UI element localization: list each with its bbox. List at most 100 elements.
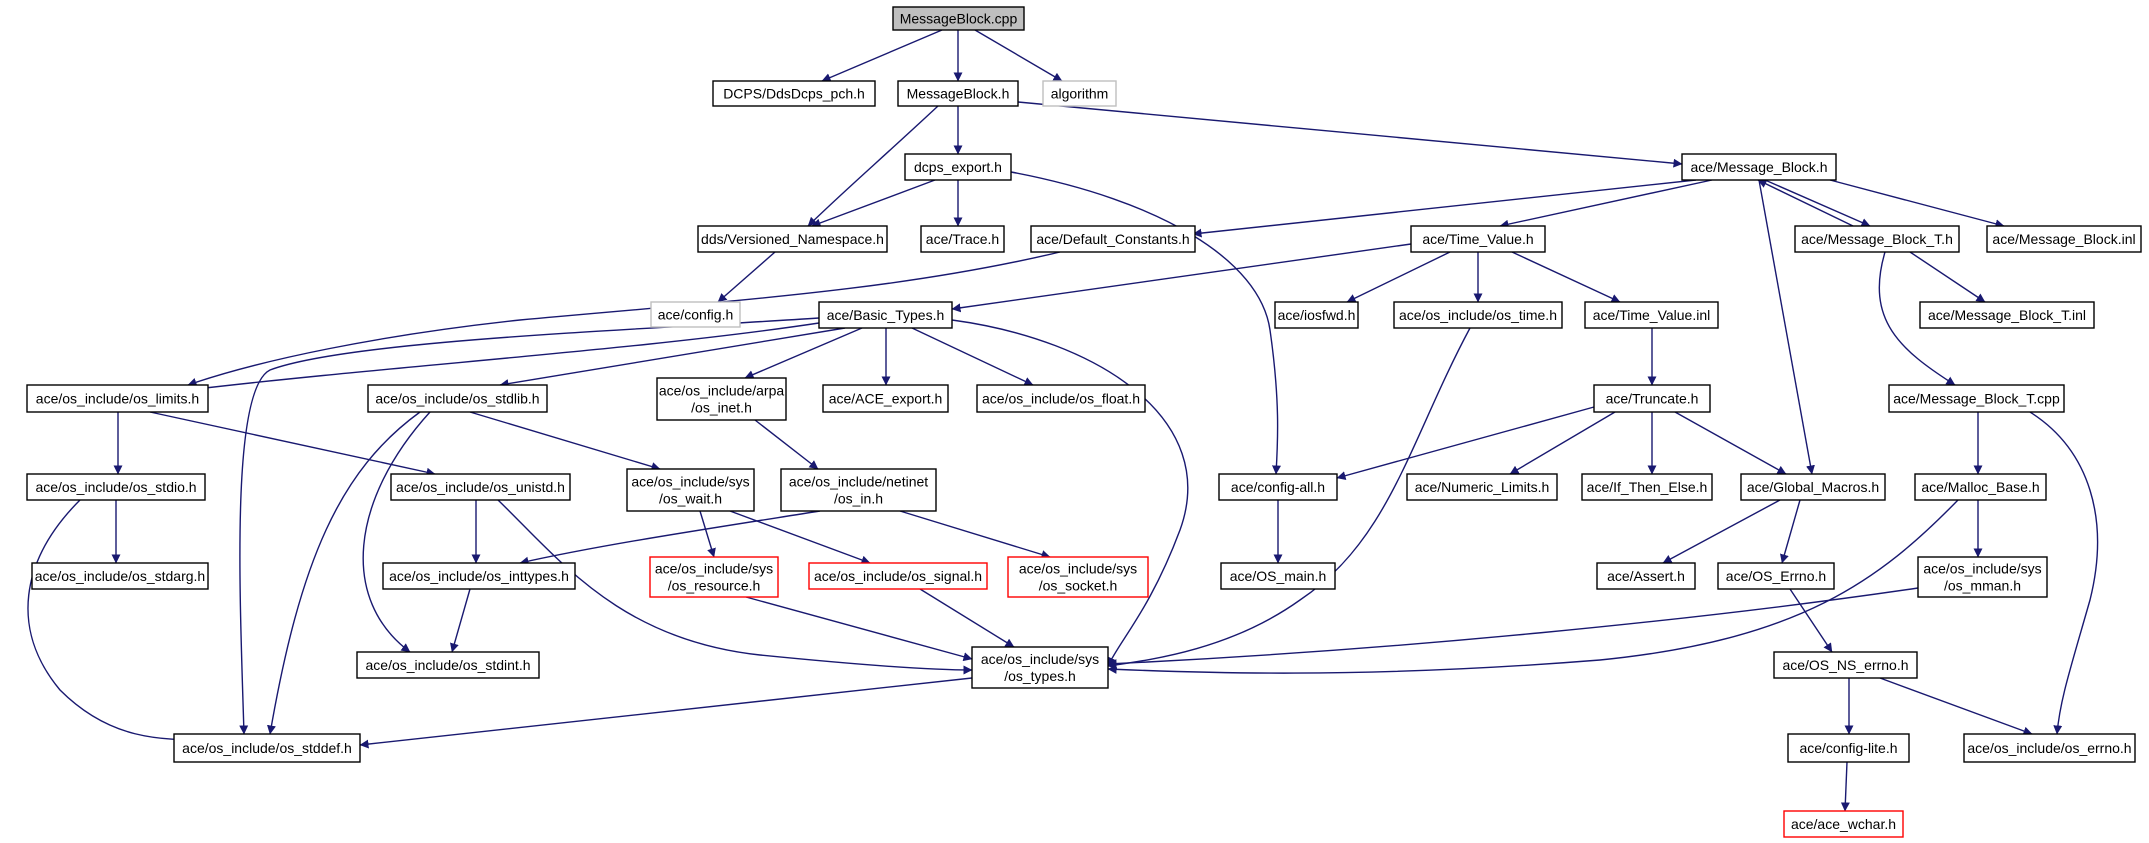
node-config-all[interactable]: ace/config-all.h: [1218, 473, 1338, 501]
node-os-limits[interactable]: ace/os_include/os_limits.h: [26, 384, 209, 413]
edge-msgblock_cpp-to-algorithm: [974, 29, 1063, 82]
node-box: [367, 384, 548, 413]
node-os-errno[interactable]: ace/OS_Errno.h: [1717, 562, 1835, 590]
node-label: DCPS/DdsDcps_pch.h: [723, 86, 865, 102]
node-truncate[interactable]: ace/Truncate.h: [1593, 384, 1711, 413]
edge-message_block_t-to-message_block_t_inl: [1909, 251, 1986, 303]
node-label: ace/os_include/arpa: [659, 383, 785, 399]
edge-time_value-to-time_value_inl: [1511, 251, 1621, 303]
node-iosfwd[interactable]: ace/iosfwd.h: [1274, 301, 1359, 329]
edge-message_block_t-to-message_block_t_cpp: [1878, 251, 1956, 386]
node-ace-wchar[interactable]: ace/ace_wchar.h: [1783, 810, 1904, 838]
node-ace-message-block[interactable]: ace/Message_Block.h: [1681, 153, 1837, 181]
edge-basic_types-to-sys_types: [951, 319, 1189, 667]
node-os-stdlib[interactable]: ace/os_include/os_stdlib.h: [367, 384, 548, 413]
node-box: [920, 225, 1005, 253]
node-label: ace/OS_Errno.h: [1726, 568, 1826, 584]
node-message-block-t[interactable]: ace/Message_Block_T.h: [1794, 225, 1960, 253]
node-os-inttypes[interactable]: ace/os_include/os_inttypes.h: [382, 562, 576, 590]
edge-dcps_export-to-config_all: [1010, 171, 1281, 475]
edge-basic_types-to-os_limits: [187, 322, 820, 394]
node-message-block-t-cpp[interactable]: ace/Message_Block_T.cpp: [1888, 384, 2065, 413]
node-config-lite[interactable]: ace/config-lite.h: [1787, 733, 1910, 763]
node-label: ace/OS_main.h: [1230, 568, 1327, 584]
node-os-stdarg[interactable]: ace/os_include/os_stdarg.h: [31, 562, 209, 590]
node-dcps-export[interactable]: dcps_export.h: [904, 153, 1012, 181]
node-assert[interactable]: ace/Assert.h: [1596, 562, 1696, 590]
node-box: [1593, 384, 1711, 413]
node-box: [818, 301, 953, 329]
node-box: [1740, 473, 1886, 501]
edge-sys_wait-to-os_signal: [729, 510, 871, 565]
node-label: /os_inet.h: [691, 400, 752, 416]
node-os-stdio[interactable]: ace/os_include/os_stdio.h: [26, 473, 206, 501]
node-trace[interactable]: ace/Trace.h: [920, 225, 1005, 253]
node-ace-export[interactable]: ace/ACE_export.h: [822, 384, 949, 413]
node-dcps-pch[interactable]: DCPS/DdsDcps_pch.h: [712, 80, 876, 107]
node-box: [1919, 301, 2095, 329]
node-global-macros[interactable]: ace/Global_Macros.h: [1740, 473, 1886, 501]
node-sys-mman[interactable]: ace/os_include/sys/os_mman.h: [1917, 556, 2048, 598]
edge-basic_types-to-os_stdlib: [499, 327, 846, 389]
node-label: ace/Time_Value.h: [1422, 231, 1533, 247]
edge-os_ns_errno-to-os_include_errno: [1879, 677, 2033, 736]
edge-layer: [27, 29, 2099, 812]
node-box: [780, 468, 937, 512]
node-os-ns-errno[interactable]: ace/OS_NS_errno.h: [1773, 651, 1918, 679]
node-os-include-errno[interactable]: ace/os_include/os_errno.h: [1963, 733, 2136, 763]
node-basic-types[interactable]: ace/Basic_Types.h: [818, 301, 953, 329]
node-sys-wait[interactable]: ace/os_include/sys/os_wait.h: [626, 468, 755, 512]
edge-os_stdlib-to-sys_wait: [469, 411, 661, 471]
node-default-constants[interactable]: ace/Default_Constants.h: [1030, 225, 1196, 253]
node-box: [1220, 562, 1336, 590]
edge-netinet_in-to-sys_socket: [899, 510, 1051, 559]
edge-msgblock_cpp-to-dcps_pch: [821, 29, 943, 82]
node-os-stdint[interactable]: ace/os_include/os_stdint.h: [356, 651, 540, 679]
node-os-unistd[interactable]: ace/os_include/os_unistd.h: [390, 473, 571, 501]
node-label: ace/Default_Constants.h: [1036, 231, 1189, 247]
node-algorithm[interactable]: algorithm: [1042, 80, 1117, 107]
node-os-signal[interactable]: ace/os_include/os_signal.h: [808, 562, 988, 590]
node-label: ace/Time_Value.inl: [1593, 307, 1711, 323]
edge-ace_message_block-to-message_block_inl: [1829, 179, 2005, 229]
node-msgblock-h[interactable]: MessageBlock.h: [897, 80, 1019, 107]
node-if-then-else[interactable]: ace/If_Then_Else.h: [1581, 473, 1713, 501]
node-os-time[interactable]: ace/os_include/os_time.h: [1393, 301, 1563, 329]
node-os-main[interactable]: ace/OS_main.h: [1220, 562, 1336, 590]
edge-os_unistd-to-sys_types: [497, 499, 973, 675]
edge-os_stdlib-to-os_stdint: [362, 411, 431, 653]
node-ace-config[interactable]: ace/config.h: [650, 301, 741, 328]
node-sys-socket[interactable]: ace/os_include/sys/os_socket.h: [1007, 556, 1149, 598]
node-sys-resource[interactable]: ace/os_include/sys/os_resource.h: [649, 556, 779, 598]
node-box: [1596, 562, 1696, 590]
node-label: MessageBlock.cpp: [900, 11, 1018, 27]
node-msgblock-cpp[interactable]: MessageBlock.cpp: [892, 6, 1025, 31]
node-label: ace/os_include/os_errno.h: [1967, 740, 2131, 756]
edge-dcps_export-to-versioned_ns: [811, 179, 936, 228]
edge-arpa_inet-to-netinet_in: [754, 419, 819, 470]
node-time-value[interactable]: ace/Time_Value.h: [1410, 225, 1546, 253]
node-message-block-inl[interactable]: ace/Message_Block.inl: [1986, 225, 2142, 253]
node-label: ace/os_include/os_stdlib.h: [375, 391, 539, 407]
node-os-float[interactable]: ace/os_include/os_float.h: [976, 384, 1146, 413]
edge-message_block_t-to-ace_message_block: [1757, 179, 1854, 227]
node-netinet-in[interactable]: ace/os_include/netinet/os_in.h: [780, 468, 937, 512]
node-label: ace/config-lite.h: [1799, 740, 1897, 756]
node-message-block-t-inl[interactable]: ace/Message_Block_T.inl: [1919, 301, 2095, 329]
node-box: [808, 562, 988, 590]
node-time-value-inl[interactable]: ace/Time_Value.inl: [1584, 301, 1719, 329]
node-label: ace/os_include/os_float.h: [982, 391, 1140, 407]
node-os-stddef[interactable]: ace/os_include/os_stddef.h: [173, 733, 361, 763]
node-arpa-inet[interactable]: ace/os_include/arpa/os_inet.h: [656, 377, 787, 421]
node-label: ace/config-all.h: [1231, 479, 1325, 495]
node-malloc-base[interactable]: ace/Malloc_Base.h: [1914, 473, 2047, 501]
edge-truncate-to-global_macros: [1674, 411, 1787, 475]
node-label: algorithm: [1051, 86, 1109, 102]
node-sys-types[interactable]: ace/os_include/sys/os_types.h: [971, 646, 1109, 689]
node-numeric-limits[interactable]: ace/Numeric_Limits.h: [1406, 473, 1558, 501]
node-box: [712, 80, 876, 107]
node-box: [976, 384, 1146, 413]
node-label: ace/os_include/netinet: [789, 474, 928, 490]
node-versioned-ns[interactable]: dds/Versioned_Namespace.h: [697, 225, 888, 253]
edge-truncate-to-config_all: [1336, 406, 1595, 481]
